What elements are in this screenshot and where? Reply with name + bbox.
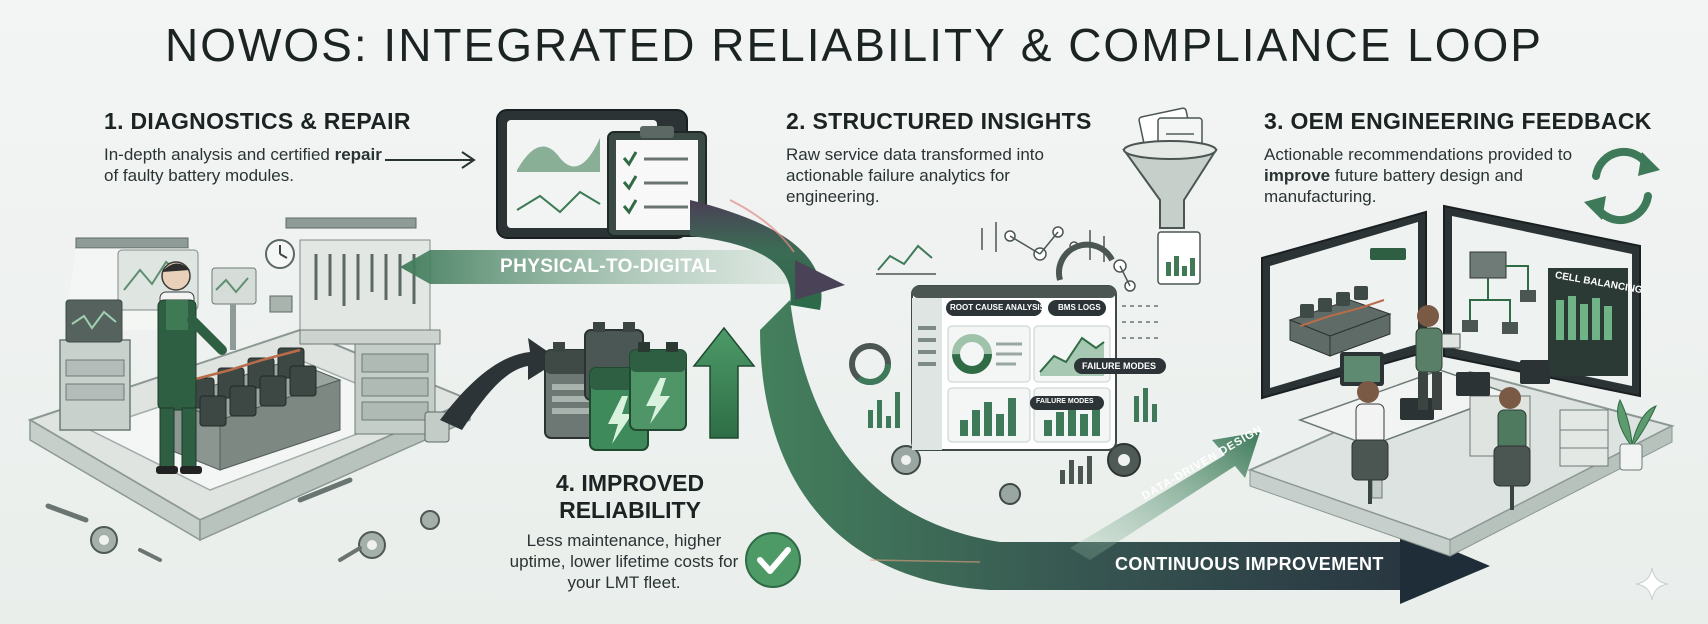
engineering-office-scene [1247,204,1675,557]
dashboard-window [911,285,1166,451]
step-1-desc-text: In-depth analysis and certified [104,145,335,164]
analytics-decorations [849,222,1160,505]
page-title: NOWOS: INTEGRATED RELIABILITY & COMPLIAN… [164,19,1543,71]
curved-arrow-to-battery [440,338,560,430]
step-1-desc-text-end: of faulty battery modules. [104,166,294,185]
step-2-description: Raw service data transformed into action… [786,145,1044,206]
tag-bms-logs: BMS LOGS [1058,303,1101,312]
up-arrow-icon [692,326,756,439]
continuous-improvement-label: CONTINUOUS IMPROVEMENT [1115,554,1384,574]
step-4-block: 4. IMPROVED RELIABILITY [510,470,750,524]
workshop-scene [27,217,473,562]
tag-failure-modes-2: FAILURE MODES [1036,398,1094,405]
check-circle-icon [745,532,801,588]
step-4-description: Less maintenance, higher uptime, lower l… [509,531,739,592]
data-driven-design-arrow [1070,432,1260,560]
step-2-heading: 2. STRUCTURED INSIGHTS [786,108,1092,134]
step-1-heading: 1. DIAGNOSTICS & REPAIR [104,108,411,134]
battery-modules-icon [544,322,687,451]
flow-curve-arrow [690,200,822,310]
funnel-icon [1122,107,1218,285]
step-4-heading-line-1: 4. IMPROVED [555,470,705,496]
step-3-desc-text-end: future battery design and manufacturing. [1264,166,1523,206]
continuous-improvement-sweep [760,300,1400,590]
curve-arrowhead [795,260,845,300]
physical-to-digital-label: PHYSICAL-TO-DIGITAL [500,256,717,277]
tablet-clipboard-icon [496,109,707,239]
sparkle-icon [1635,567,1669,601]
step-3-desc-text: Actionable recommendations provided to [1264,145,1573,164]
physical-to-digital-band [400,250,800,284]
step-3-heading: 3. OEM ENGINEERING FEEDBACK [1264,108,1652,134]
step-3-desc-bold: improve [1264,166,1331,185]
step-3-description: Actionable recommendations provided to i… [1264,144,1584,207]
step-1-desc-bold: repair [334,145,382,164]
refresh-icon [1584,147,1660,225]
step-1-description: In-depth analysis and certified repair o… [104,144,394,186]
arrow-right-icon [385,151,476,169]
step-4-heading-line-2: RELIABILITY [559,497,701,523]
tag-failure-modes-1: FAILURE MODES [1082,361,1157,371]
tag-root-cause-analysis: ROOT CAUSE ANALYSIS [950,303,1045,312]
continuous-improvement-arrowhead [1400,528,1490,604]
